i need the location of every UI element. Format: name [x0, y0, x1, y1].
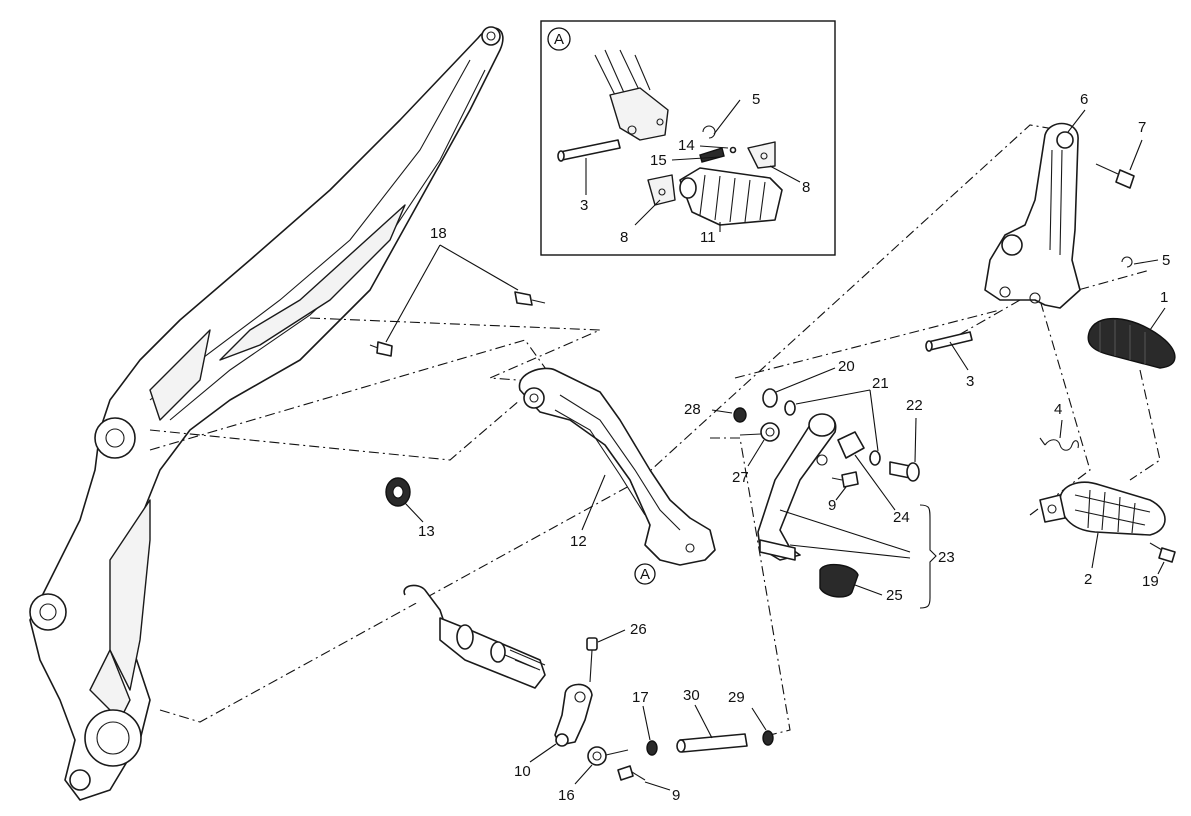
- callout-11: 11: [700, 229, 716, 246]
- callout-25: 25: [886, 587, 903, 604]
- callout-10: 10: [514, 763, 531, 780]
- callout-9: 9: [828, 497, 836, 514]
- washers-21: 21: [784, 375, 889, 466]
- washer-20: 20: [762, 358, 855, 408]
- callout-24: 24: [893, 509, 910, 526]
- gear-lever-23: [757, 413, 837, 561]
- pin-3-right: 3: [925, 331, 974, 390]
- callout-3: 3: [580, 197, 588, 214]
- callout-12: 12: [570, 533, 587, 550]
- footpeg-2: 2: [1039, 481, 1166, 588]
- detail-inset-a: A 5 3 14 15 8 8 11: [540, 20, 836, 256]
- callout-23: 23: [938, 549, 955, 566]
- callout-14: 14: [678, 137, 695, 154]
- detail-ref-marker: A: [640, 566, 650, 583]
- callout-4: 4: [1054, 401, 1062, 418]
- callout-21: 21: [872, 375, 889, 392]
- callout-1: 1: [1160, 289, 1168, 306]
- rod-end-16: 16: [558, 746, 629, 804]
- callout-2: 2: [1084, 571, 1092, 588]
- clip-5-right: 5: [1121, 252, 1170, 269]
- callout-8: 8: [620, 229, 628, 246]
- nut-29: 29: [728, 689, 774, 746]
- rear-subframe: [29, 26, 504, 801]
- bracket-12: A 12: [518, 367, 716, 585]
- callout-16: 16: [558, 787, 575, 804]
- screw-9-upper: 9: [828, 471, 859, 514]
- nut-17: 17: [632, 689, 658, 756]
- callout-30: 30: [683, 687, 700, 704]
- callout-13: 13: [418, 523, 435, 540]
- callout-19: 19: [1142, 573, 1159, 590]
- screw-19: 19: [1142, 542, 1176, 590]
- shift-shaft: [403, 584, 546, 689]
- callout-28: 28: [684, 401, 701, 418]
- callout-5: 5: [752, 91, 760, 108]
- nut-28: 28: [684, 401, 747, 423]
- rod-end-27: 27: [732, 422, 780, 486]
- callout-6: 6: [1080, 91, 1088, 108]
- brace-23-25: 23: [779, 504, 955, 609]
- rod-30: 30: [676, 687, 748, 753]
- bush-13: 13: [385, 477, 435, 540]
- rubber-25: 25: [819, 563, 903, 604]
- spring-4: 4: [1039, 401, 1079, 451]
- callout-9: 9: [672, 787, 680, 804]
- callout-5: 5: [1162, 252, 1170, 269]
- inset-marker: A: [554, 31, 564, 48]
- bolt-26: 26: [586, 621, 647, 683]
- hanger-6: 6: [984, 91, 1088, 309]
- callout-17: 17: [632, 689, 649, 706]
- callout-18: 18: [430, 225, 447, 242]
- callout-20: 20: [838, 358, 855, 375]
- callout-22: 22: [906, 397, 923, 414]
- callout-27: 27: [732, 469, 749, 486]
- bush-24: 24: [837, 431, 910, 526]
- rubber-1: 1: [1087, 289, 1176, 369]
- callout-8: 8: [802, 179, 810, 196]
- screw-9-lower: 9: [617, 765, 680, 804]
- callout-15: 15: [650, 152, 667, 169]
- callout-26: 26: [630, 621, 647, 638]
- callout-29: 29: [728, 689, 745, 706]
- shift-lever-10: 10: [514, 683, 593, 780]
- pin-22: 22: [889, 397, 923, 482]
- bolt-7: 7: [1095, 119, 1146, 189]
- bolts-18: 18: [369, 225, 546, 357]
- callout-7: 7: [1138, 119, 1146, 136]
- callout-3: 3: [966, 373, 974, 390]
